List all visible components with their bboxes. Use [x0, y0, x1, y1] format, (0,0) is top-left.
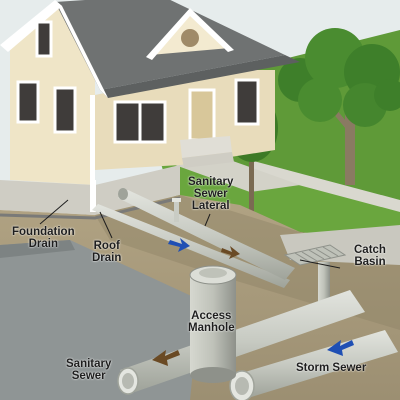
- flow-arrow-storm-main: [327, 340, 354, 356]
- label-roof-drain-line1: Roof: [93, 240, 120, 252]
- sidewalk: [250, 160, 400, 212]
- label-sanitary-sewer-line2: Sewer: [71, 370, 106, 382]
- label-sanitary-sewer-lateral: Sanitary Sewer Lateral: [188, 176, 233, 212]
- label-storm-sewer: Storm Sewer: [296, 362, 366, 374]
- sanitary-sewer-main: [117, 290, 365, 395]
- label-access-manhole: Access Manhole: [188, 310, 235, 334]
- label-sanitary-sewer-lateral-line2: Sewer: [193, 188, 228, 200]
- access-manhole-structure: [189, 265, 237, 383]
- label-roof-drain: Roof Drain: [92, 240, 121, 264]
- label-access-manhole-line2: Manhole: [188, 322, 235, 334]
- lawn-front: [160, 160, 400, 245]
- label-access-manhole-line1: Access: [191, 310, 232, 322]
- flow-arrow-sanitary-lateral: [221, 246, 240, 259]
- label-sanitary-sewer-lateral-line1: Sanitary: [188, 176, 234, 188]
- label-storm-sewer-text: Storm Sewer: [296, 362, 367, 374]
- label-sanitary-sewer: Sanitary Sewer: [66, 358, 111, 382]
- label-sanitary-sewer-line1: Sanitary: [66, 358, 112, 370]
- label-catch-basin-line1: Catch: [354, 244, 386, 256]
- roof-drain-pipe: [90, 180, 96, 212]
- sanitary-lateral-pipe: [118, 190, 295, 280]
- flow-arrow-sanitary-main: [152, 350, 180, 366]
- label-catch-basin-line2: Basin: [354, 256, 386, 268]
- large-tree: [278, 28, 400, 185]
- flow-arrow-storm-lateral: [168, 238, 190, 252]
- storm-sewer-main: [229, 330, 398, 400]
- path-walk: [175, 160, 300, 192]
- house: [0, 0, 300, 215]
- label-foundation-drain: Foundation Drain: [12, 226, 75, 250]
- label-roof-drain-line2: Drain: [92, 252, 122, 264]
- label-catch-basin: Catch Basin: [354, 244, 386, 268]
- label-foundation-drain-line2: Drain: [28, 238, 58, 250]
- label-sanitary-sewer-lateral-line3: Lateral: [191, 200, 230, 212]
- cleanout: [174, 200, 179, 222]
- label-foundation-drain-line1: Foundation: [12, 226, 75, 238]
- storm-lateral: [92, 204, 290, 288]
- leader-lines: [39, 199, 341, 269]
